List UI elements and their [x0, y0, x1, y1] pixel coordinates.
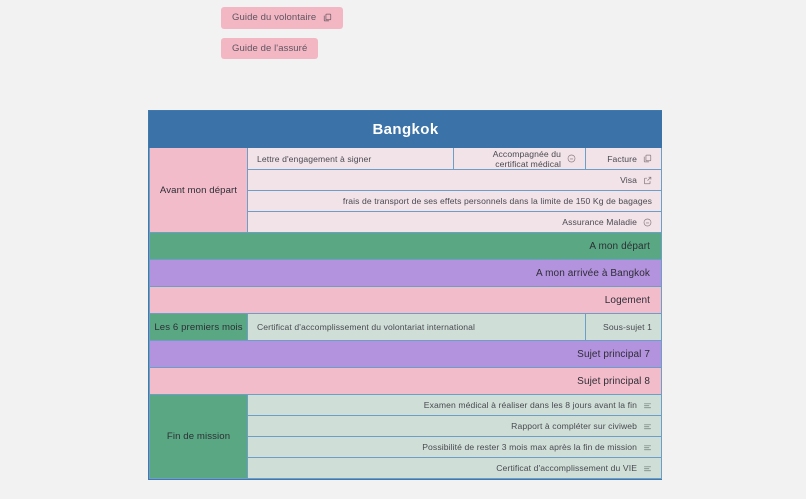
cell-label: Rapport à compléter sur civiweb [511, 421, 638, 431]
table-row: Logement [148, 286, 663, 314]
guide-button-label: Guide de l'assuré [232, 42, 308, 54]
table-row: A mon arrivée à Bangkok [148, 259, 663, 287]
minus-circle-icon [567, 154, 576, 163]
bangkok-table: Bangkok Avant mon départ Lettre d'engage… [148, 111, 663, 479]
copy-icon [643, 154, 652, 163]
cell-facture[interactable]: Facture [584, 147, 663, 170]
section-banner-a-mon-arrivee[interactable]: A mon arrivée à Bangkok [148, 259, 663, 287]
section-banner-a-mon-depart[interactable]: A mon départ [148, 232, 663, 260]
cell-label: Possibilité de rester 3 mois max après l… [422, 442, 638, 452]
table-title-row: Bangkok [148, 111, 663, 148]
section-banner-sujet-principal-8[interactable]: Sujet principal 8 [148, 367, 663, 395]
cell-label: Facture [607, 153, 638, 164]
cell-lettre-engagement[interactable]: Lettre d'engagement à signer [247, 147, 454, 170]
table-row: Possibilité de rester 3 mois max après l… [150, 436, 663, 458]
cell-examen-medical[interactable]: Examen médical à réaliser dans les 8 jou… [246, 394, 663, 416]
table-row: Visa [150, 169, 663, 191]
page-title: Bangkok [148, 111, 663, 148]
copy-icon [323, 13, 332, 22]
guide-du-volontaire-button[interactable]: Guide du volontaire [221, 7, 344, 29]
cell-label: Accompagnée du certificat médical [492, 148, 561, 169]
cell-certificat-vie[interactable]: Certificat d'accomplissement du VIE [246, 457, 663, 479]
table-row: Avant mon départ Lettre d'engagement à s… [149, 147, 663, 233]
cell-label: Certificat d'accomplissement du volontar… [257, 322, 475, 332]
minus-circle-icon [643, 218, 652, 227]
cell-assurance-maladie[interactable]: Assurance Maladie [246, 211, 663, 233]
cell-frais-transport[interactable]: frais de transport de ses effets personn… [246, 190, 663, 212]
cell-certificat-medical[interactable]: Accompagnée du certificat médical [453, 147, 586, 170]
table-row: Sujet principal 7 [148, 340, 663, 368]
cell-possibilite-rester[interactable]: Possibilité de rester 3 mois max après l… [246, 436, 663, 458]
cell-label: Sous-sujet 1 [603, 322, 653, 332]
table-row: A mon départ [148, 232, 663, 260]
guide-de-lassure-button[interactable]: Guide de l'assuré [221, 37, 319, 59]
table-row: Fin de mission Examen médical à réaliser… [149, 394, 663, 479]
cell-rapport-civiweb[interactable]: Rapport à compléter sur civiweb [246, 415, 663, 437]
list-icon [643, 464, 652, 473]
list-icon [643, 422, 652, 431]
cell-visa[interactable]: Visa [246, 169, 663, 191]
cell-label: Assurance Maladie [562, 217, 638, 227]
cell-label: Lettre d'engagement à signer [257, 153, 372, 164]
table-row: Certificat d'accomplissement du VIE [150, 457, 663, 479]
guide-buttons-group: Guide du volontaire Guide de l'assuré [221, 7, 344, 59]
list-icon [643, 443, 652, 452]
section-banner-sujet-principal-7[interactable]: Sujet principal 7 [148, 340, 663, 368]
section-banner-logement[interactable]: Logement [148, 286, 663, 314]
table-row: Sujet principal 8 [148, 367, 663, 395]
cell-label: Examen médical à réaliser dans les 8 jou… [423, 400, 638, 410]
cell-sous-sujet-1[interactable]: Sous-sujet 1 [584, 313, 663, 341]
external-link-icon [643, 176, 652, 185]
bangkok-table-container: Bangkok Avant mon départ Lettre d'engage… [148, 110, 663, 480]
cell-certificat-volontariat[interactable]: Certificat d'accomplissement du volontar… [247, 313, 586, 341]
table-row: frais de transport de ses effets personn… [150, 190, 663, 212]
table-row: Les 6 premiers mois Certificat d'accompl… [149, 313, 663, 341]
list-icon [643, 401, 652, 410]
guide-button-label: Guide du volontaire [232, 12, 317, 23]
section-label-les-6-premiers-mois: Les 6 premiers mois [149, 313, 248, 341]
section-label-fin-de-mission: Fin de mission [149, 394, 248, 479]
cell-label: Visa [620, 175, 638, 185]
cell-label: Certificat d'accomplissement du VIE [496, 463, 638, 473]
cell-label: frais de transport de ses effets personn… [342, 196, 653, 206]
table-row: Assurance Maladie [150, 211, 663, 233]
section-label-avant-mon-depart: Avant mon départ [149, 147, 248, 233]
